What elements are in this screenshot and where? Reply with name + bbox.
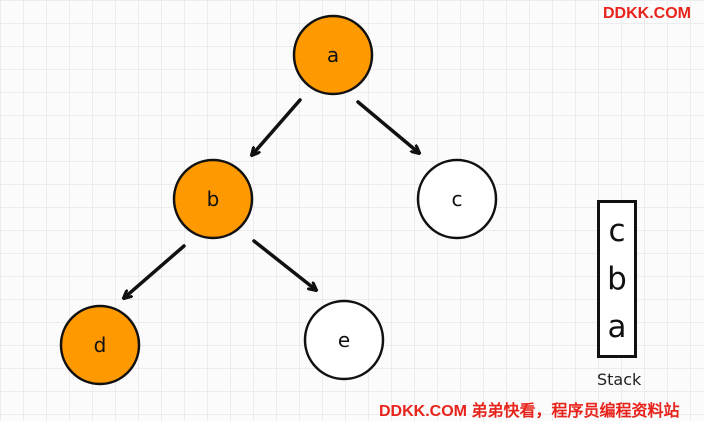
edge-b-to-d [124,244,186,298]
node-circle-d [59,304,141,386]
tree-node-a: a [292,14,374,96]
node-circle-c [416,158,498,240]
edge-a-to-b [252,98,302,155]
tree-node-d: d [59,304,141,386]
watermark-top: DDKK.COM [603,5,691,22]
node-circle-a [292,14,374,96]
edge-b-to-e [252,239,316,290]
stack-item-middle: b [607,260,627,297]
tree-node-b: b [172,158,254,240]
tree-node-e: e [303,299,385,381]
node-label-d: d [94,333,107,357]
node-label-c: c [452,187,463,211]
edge-a-to-c [356,100,419,153]
stack-item-bottom: a [607,308,627,345]
node-circle-b [172,158,254,240]
node-label-b: b [207,187,220,211]
stack-item-top: c [608,212,626,249]
tree-node-c: c [416,158,498,240]
stack-caption: Stack [597,370,642,389]
watermark-bottom: DDKK.COM 弟弟快看，程序员编程资料站 [379,403,680,420]
node-circle-e [303,299,385,381]
node-label-e: e [338,328,350,352]
node-label-a: a [327,43,339,67]
stack-container: c b a [597,200,637,358]
